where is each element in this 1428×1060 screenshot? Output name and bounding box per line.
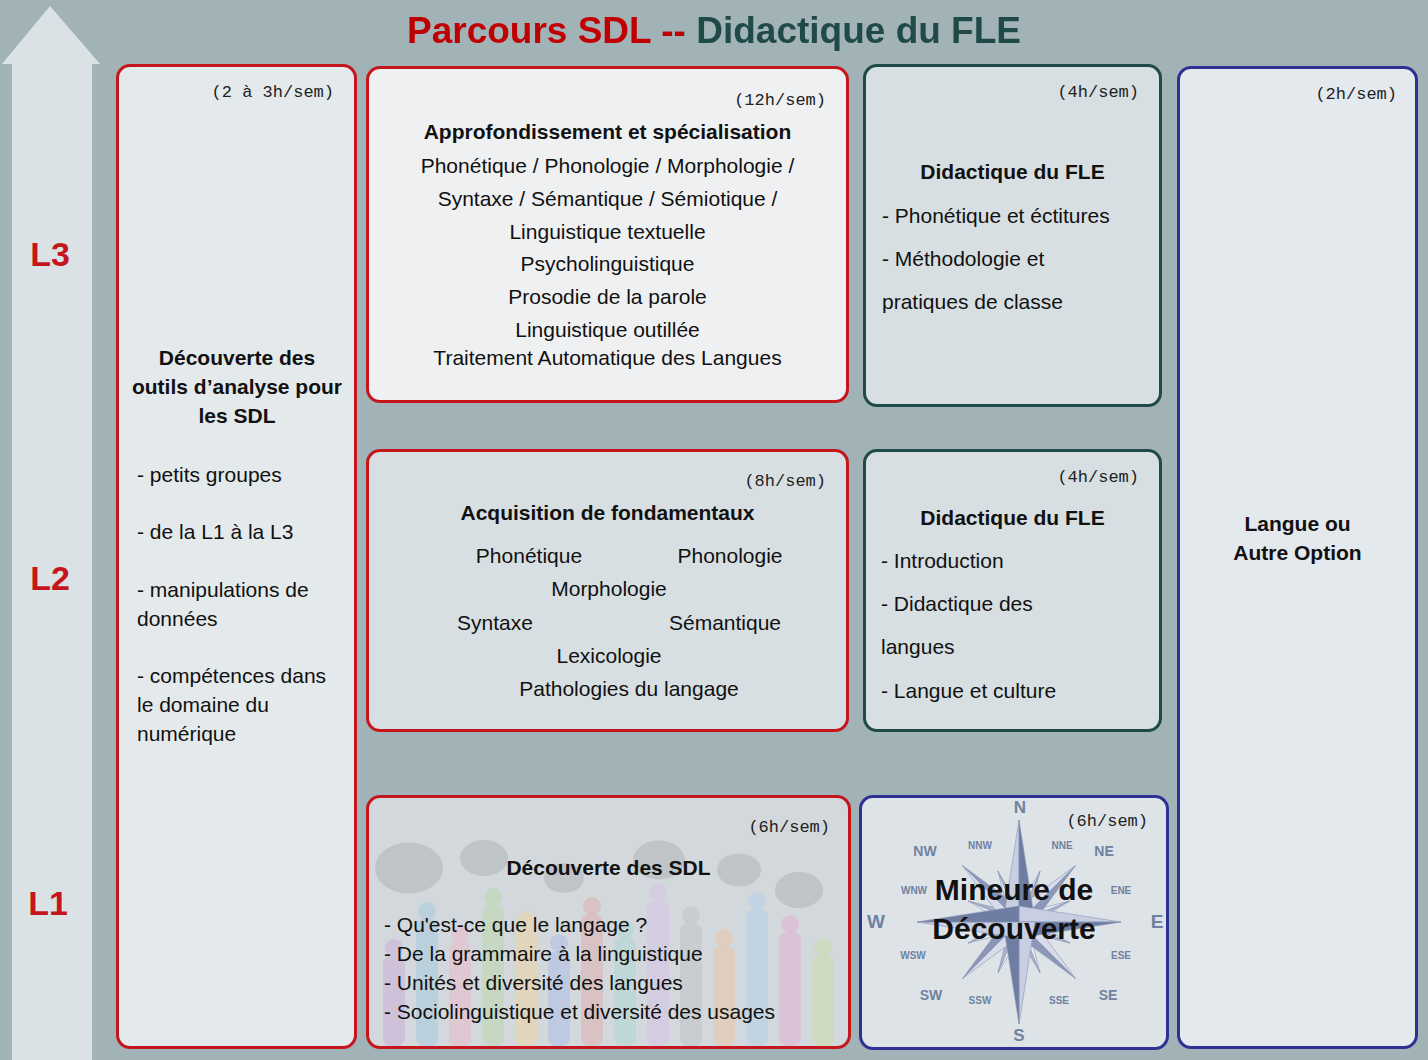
year-label: L3 xyxy=(30,235,70,274)
speech-bubble xyxy=(717,854,761,887)
box-heading: Mineure de Découverte xyxy=(928,870,1100,948)
compass-point: NW xyxy=(913,843,936,859)
diagram-title: Parcours SDL -- Didactique du FLE xyxy=(407,10,1021,51)
compass-point: N xyxy=(1014,798,1026,818)
box-item: - Didactique des langues xyxy=(881,582,1081,668)
box-item: - de la L1 à la L3 xyxy=(137,517,347,546)
box-item: Morphologie xyxy=(489,574,729,603)
figure-shape xyxy=(812,955,834,1046)
compass-point: SW xyxy=(920,987,943,1003)
compass-point: SE xyxy=(1099,987,1118,1003)
l2-course-box: (8h/sem) Acquisition de fondamentauxPhoné… xyxy=(366,449,849,732)
l3-fle-box: (4h/sem) Didactique du FLE - Phonétique et… xyxy=(863,64,1162,407)
figure-head xyxy=(748,892,766,910)
tools-column: (2 à 3h/sem) Découverte des outils d’anal… xyxy=(116,64,357,1049)
box-item: - manipulations de données xyxy=(137,575,347,633)
box-item: - Langue et culture xyxy=(881,669,1151,712)
compass-point: S xyxy=(1013,1026,1024,1046)
box-item: Phonétique xyxy=(409,541,649,570)
compass-point: SSE xyxy=(1049,995,1069,1006)
minor-box: (6h/sem) Mineure de Découverte xyxy=(859,795,1169,1050)
l1-course-box: (6h/sem) Découverte des SDL - Qu'est-ce qu… xyxy=(366,795,851,1049)
l2-fle-box: (4h/sem)Didactique du FLE- Introduction-… xyxy=(863,449,1162,732)
box-item: Linguistique outillée xyxy=(379,315,836,344)
compass-point: SSW xyxy=(969,995,992,1006)
figure-shape xyxy=(713,946,735,1046)
hours-label: (2h/sem) xyxy=(1315,83,1397,107)
hours-label: (4h/sem) xyxy=(1057,81,1139,105)
hours-label: (6h/sem) xyxy=(748,816,830,840)
hours-label: (4h/sem) xyxy=(1057,466,1139,490)
compass-point: ENE xyxy=(1111,885,1132,896)
figure-shape xyxy=(746,909,768,1046)
option-column: (2h/sem) Langue ou Autre Option xyxy=(1177,66,1418,1049)
hours-label: (8h/sem) xyxy=(744,470,826,494)
box-item: Sémantique xyxy=(605,608,845,637)
figure-head xyxy=(682,906,700,924)
compass-point: WNW xyxy=(901,885,927,896)
compass-point: NNE xyxy=(1051,840,1072,851)
box-item: Phonétique / Phonologie / Morphologie / … xyxy=(399,149,816,248)
box-item: - Introduction xyxy=(881,539,1151,582)
box-heading: Découverte des SDL xyxy=(379,853,838,882)
speech-bubble xyxy=(775,872,823,908)
year-label: L2 xyxy=(30,559,70,598)
arrow-head xyxy=(2,6,100,64)
box-heading: Didactique du FLE xyxy=(876,157,1149,186)
box-item: - Méthodologie et pratiques de classe xyxy=(882,237,1102,323)
figure-shape xyxy=(779,932,801,1046)
box-item: Lexicologie xyxy=(489,641,729,670)
box-heading: Acquisition de fondamentaux xyxy=(379,498,836,527)
box-item: Psycholinguistique xyxy=(379,249,836,278)
box-item: Syntaxe xyxy=(375,608,615,637)
hours-label: (12h/sem) xyxy=(734,89,826,113)
compass-point: W xyxy=(867,911,885,933)
box-item: - Phonétique et éctitures xyxy=(882,194,1157,237)
compass-point: NE xyxy=(1094,843,1113,859)
box-heading: Approfondissement et spécialisation xyxy=(379,117,836,146)
box-heading: Découverte des outils d’analyse pour les… xyxy=(131,343,343,430)
box-heading: Langue ou Autre Option xyxy=(1220,509,1375,567)
figure-shape xyxy=(548,951,570,1046)
box-item: Prosodie de la parole xyxy=(379,282,836,311)
figure-head xyxy=(583,897,601,915)
speech-bubble xyxy=(375,843,443,894)
compass-point: NNW xyxy=(968,840,992,851)
hours-label: (6h/sem) xyxy=(1066,810,1148,834)
box-item: - Sociolinguistique et diversité des usa… xyxy=(384,997,849,1026)
box-item: - compétences dans le domaine du numériq… xyxy=(137,661,337,748)
box-item: Pathologies du langage xyxy=(489,674,769,703)
box-item: - De la grammaire à la linguistique xyxy=(384,939,849,968)
box-heading: Didactique du FLE xyxy=(876,503,1149,532)
compass-point: WSW xyxy=(900,950,926,961)
box-item: - Unités et diversité des langues xyxy=(384,968,849,997)
figure-shape xyxy=(680,923,702,1046)
figure-head xyxy=(649,883,667,901)
arrow-shaft xyxy=(12,62,92,1060)
l3-course-box: (12h/sem) Approfondissement et spécialisa… xyxy=(366,66,849,403)
compass-point: E xyxy=(1151,911,1164,933)
box-item: Traitement Automatique des Langues xyxy=(379,343,836,372)
compass-point: ESE xyxy=(1111,950,1131,961)
speech-bubble xyxy=(460,840,508,876)
box-item: - petits groupes xyxy=(137,460,347,489)
box-item: - Qu'est-ce que le langage ? xyxy=(384,910,849,939)
figure-head xyxy=(781,915,799,933)
figure-head xyxy=(814,938,832,956)
year-label: L1 xyxy=(28,884,68,923)
figure-head xyxy=(484,888,502,906)
hours-label: (2 à 3h/sem) xyxy=(212,81,334,105)
box-item: Phonologie xyxy=(610,541,850,570)
figure-head xyxy=(715,929,733,947)
title-line: Parcours SDL -- Didactique du FLE xyxy=(0,10,1428,52)
